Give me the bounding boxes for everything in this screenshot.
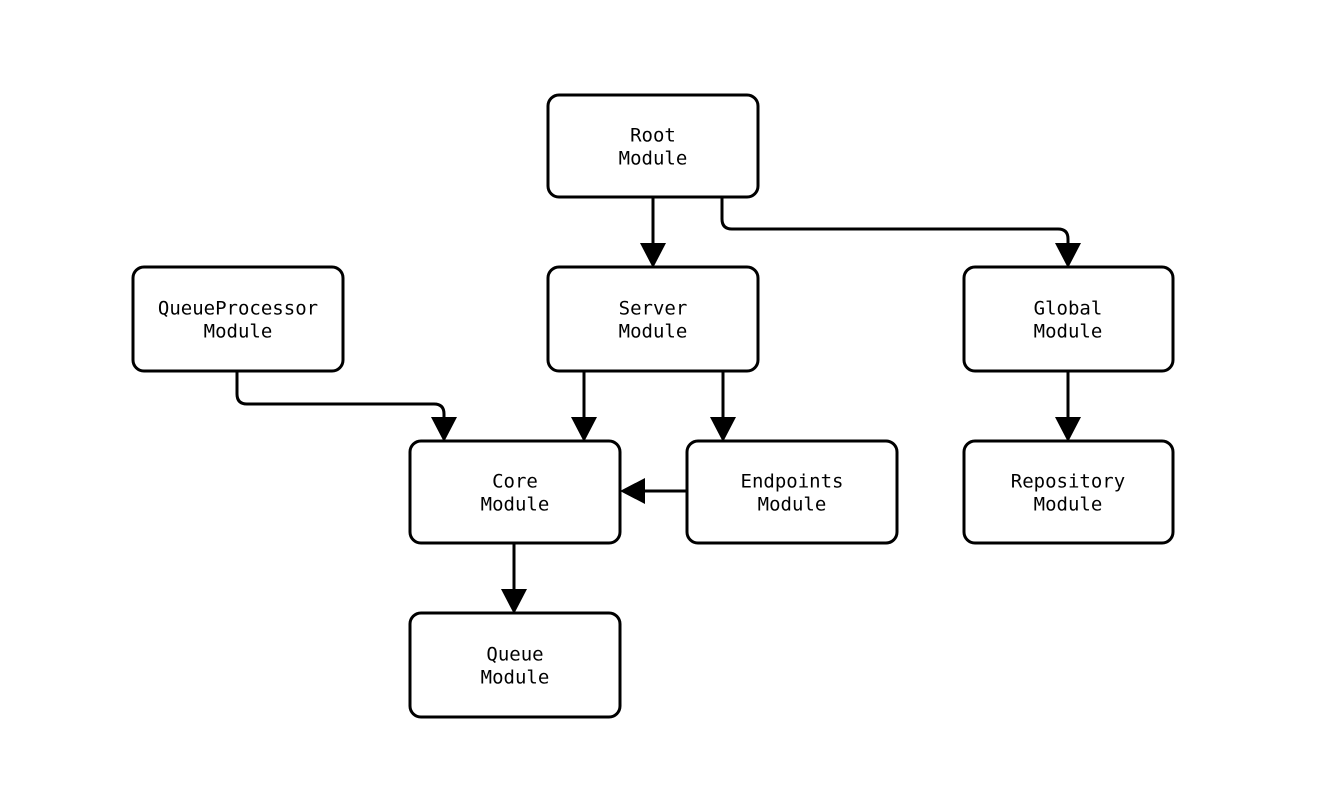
edge-core-to-queue xyxy=(501,543,527,614)
node-endpoints-module-label-line2: Module xyxy=(758,494,827,516)
node-repository-module-box[interactable] xyxy=(962,439,1175,545)
node-repository-module[interactable]: Repository Module xyxy=(962,439,1175,545)
arrowhead-icon xyxy=(640,243,666,268)
node-queueprocessor-module[interactable]: QueueProcessor Module xyxy=(131,265,345,373)
edge-server-to-core xyxy=(571,371,597,442)
node-root-module-label-line2: Module xyxy=(619,148,688,170)
node-server-module[interactable]: Server Module xyxy=(546,265,760,373)
node-queue-module-label-line1: Queue xyxy=(486,644,543,666)
node-queueprocessor-module-box[interactable] xyxy=(131,265,345,373)
node-server-module-label-line1: Server xyxy=(619,298,688,320)
node-core-module[interactable]: Core Module xyxy=(408,439,622,545)
node-root-module-box[interactable] xyxy=(546,93,760,199)
arrowhead-icon xyxy=(501,589,527,614)
node-endpoints-module[interactable]: Endpoints Module xyxy=(685,439,899,545)
arrowhead-icon xyxy=(620,478,645,504)
node-core-module-box[interactable] xyxy=(408,439,622,545)
edge-global-to-repository xyxy=(1055,371,1081,442)
node-queue-module-box[interactable] xyxy=(408,611,622,719)
edge-queueprocessor-to-core xyxy=(235,371,457,442)
node-root-module[interactable]: Root Module xyxy=(546,93,760,199)
node-global-module[interactable]: Global Module xyxy=(962,265,1175,373)
edge-layer xyxy=(235,197,1081,614)
node-core-module-label-line1: Core xyxy=(492,471,538,493)
node-queueprocessor-module-label-line2: Module xyxy=(204,321,273,343)
edge-server-to-endpoints xyxy=(710,371,736,442)
node-repository-module-label-line2: Module xyxy=(1034,494,1103,516)
arrowhead-icon xyxy=(1055,243,1081,268)
arrowhead-icon xyxy=(1055,417,1081,442)
arrowhead-icon xyxy=(710,417,736,442)
node-endpoints-module-box[interactable] xyxy=(685,439,899,545)
node-server-module-label-line2: Module xyxy=(619,321,688,343)
edge-endpoints-to-core xyxy=(620,478,687,504)
node-root-module-label-line1: Root xyxy=(630,125,676,147)
edge-root-to-global xyxy=(720,197,1081,268)
node-endpoints-module-label-line1: Endpoints xyxy=(741,471,844,493)
edge-root-to-server xyxy=(640,197,666,268)
node-global-module-label-line2: Module xyxy=(1034,321,1103,343)
node-queue-module[interactable]: Queue Module xyxy=(408,611,622,719)
arrowhead-icon xyxy=(571,417,597,442)
node-core-module-label-line2: Module xyxy=(481,494,550,516)
node-layer: Root Module QueueProcessor Module Server… xyxy=(131,93,1175,719)
node-global-module-label-line1: Global xyxy=(1034,298,1103,320)
node-queue-module-label-line2: Module xyxy=(481,667,550,689)
node-repository-module-label-line1: Repository xyxy=(1011,471,1125,493)
node-server-module-box[interactable] xyxy=(546,265,760,373)
node-queueprocessor-module-label-line1: QueueProcessor xyxy=(158,298,318,320)
arrowhead-icon xyxy=(431,417,457,442)
node-global-module-box[interactable] xyxy=(962,265,1175,373)
